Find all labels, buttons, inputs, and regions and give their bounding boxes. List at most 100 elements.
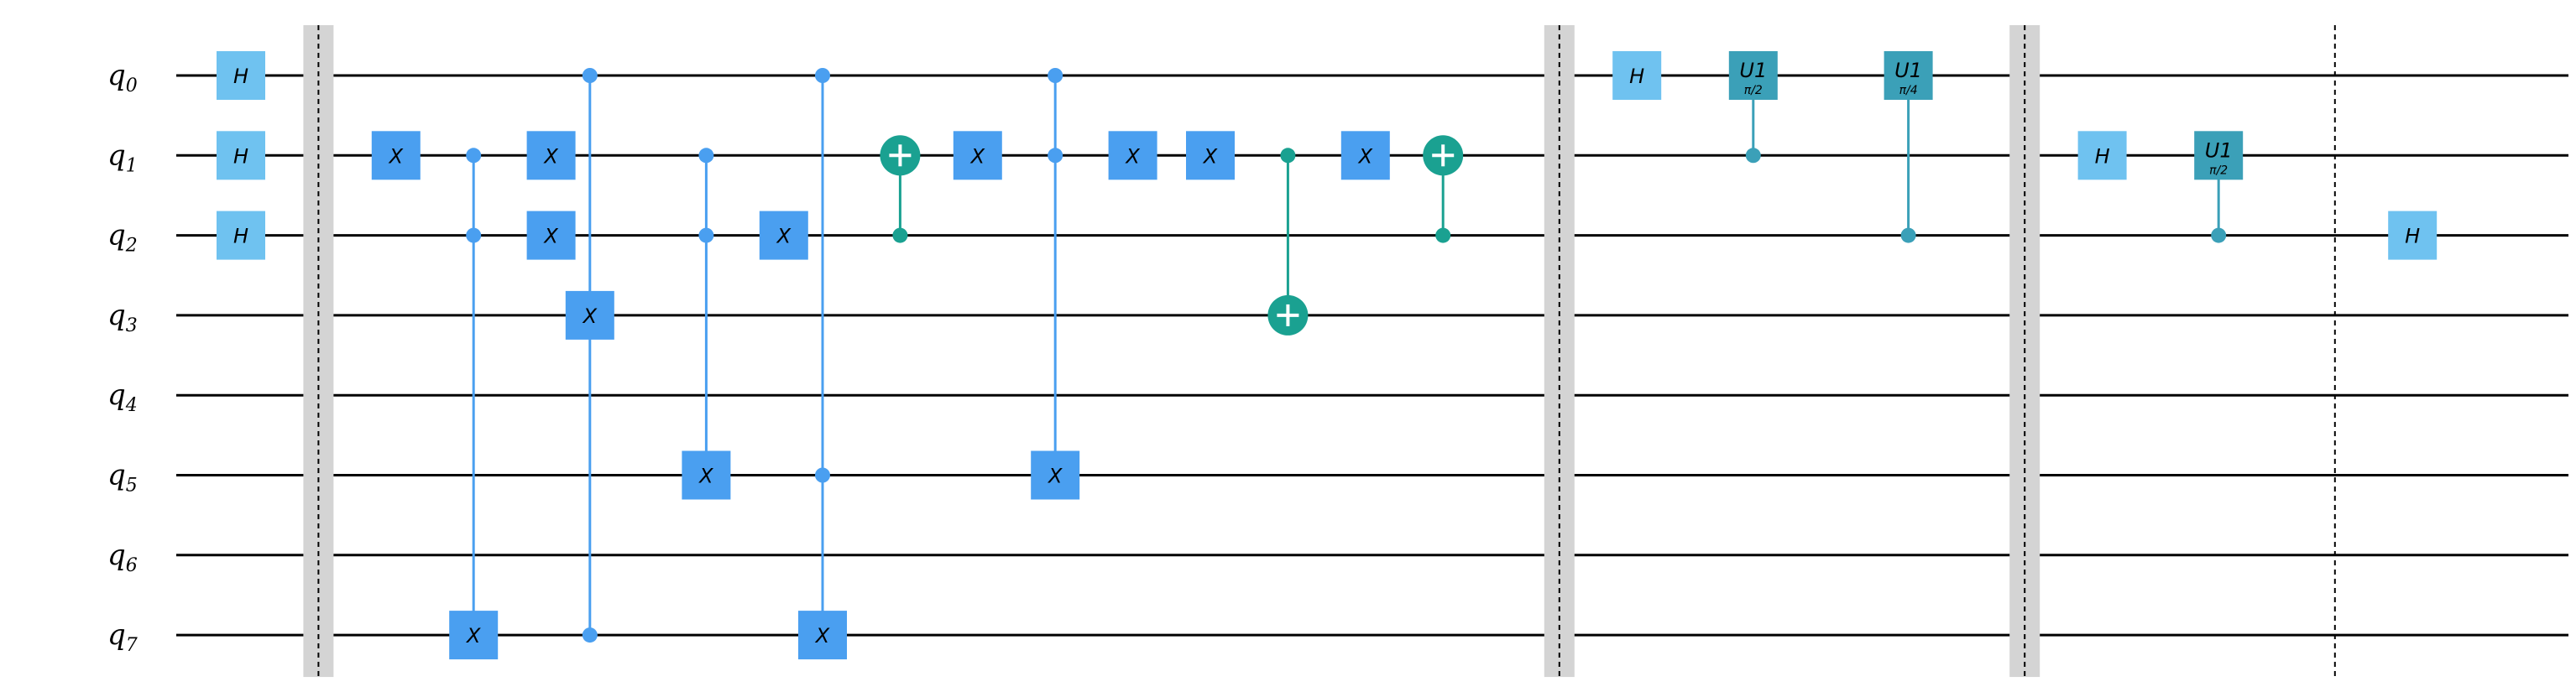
qubit-label-index: 3 [126, 315, 138, 336]
x-gate-label: X [969, 144, 985, 168]
x-gate-box [1186, 131, 1235, 180]
h-gate-label: H [1629, 65, 1644, 88]
qubit-label-index: 4 [125, 395, 138, 416]
x-gate-box [371, 131, 421, 180]
qubit-label: q2 [107, 219, 138, 257]
u1-gate-label: U1 [1894, 59, 1922, 82]
x-gate: X [759, 211, 808, 260]
qubit-label-index: 5 [126, 476, 138, 497]
cnot-gate [1423, 135, 1464, 243]
x-gate-box [1031, 450, 1080, 500]
qubit-label-base: q [107, 618, 126, 652]
controlled-u1-gate: U1π/4 [1884, 51, 1933, 243]
x-gate-box [1340, 131, 1390, 180]
x-gate: X [1108, 131, 1157, 180]
qubit-label-base: q [107, 539, 126, 572]
x-gate: X [1186, 131, 1235, 180]
qubit-label-base: q [107, 299, 126, 332]
barriers [303, 25, 2336, 678]
controlled-u1-gate: U1π/2 [1728, 51, 1778, 164]
h-gate: H [217, 131, 265, 180]
qubit-label-base: q [107, 219, 126, 252]
control-dot [698, 148, 714, 164]
control-dot [698, 227, 714, 243]
x-gate-box [759, 211, 808, 260]
h-gate-label: H [233, 65, 248, 88]
x-gate: X [953, 131, 1002, 180]
x-gate-label: X [582, 304, 598, 328]
u1-gate-box [2194, 131, 2244, 180]
x-gate: X [371, 131, 421, 180]
x-gate-box [953, 131, 1002, 180]
qubit-label-base: q [107, 378, 126, 412]
qubit-label-index: 7 [126, 635, 138, 656]
x-gate-label: X [542, 144, 558, 168]
qubit-label-base: q [107, 59, 126, 92]
h-gate-label: H [233, 144, 248, 168]
x-gate-label: X [698, 465, 713, 488]
h-gate-box [2077, 131, 2127, 180]
qubit-label-index: 1 [126, 155, 138, 176]
x-gate-box [526, 211, 576, 260]
qubit-label: q0 [107, 59, 138, 96]
cnot-gate [880, 135, 921, 243]
h-gate-label: H [233, 225, 248, 248]
h-gate: H [217, 211, 265, 260]
qubit-label: q5 [107, 459, 138, 497]
qubit-label: q3 [107, 299, 138, 336]
control-dot [1900, 227, 1916, 243]
x-gate-box [682, 450, 731, 500]
h-gate-box [217, 211, 265, 260]
x-gate-label: X [1202, 144, 1218, 168]
x-gate: X [1340, 131, 1390, 180]
h-gate: H [217, 51, 265, 100]
h-gate: H [1612, 51, 1662, 100]
u1-gate-box [1884, 51, 1933, 100]
x-gate: X [526, 211, 576, 260]
controlled-x-gate: X [565, 68, 614, 643]
x-gate-box [798, 611, 847, 660]
qubit-label-index: 0 [126, 75, 138, 96]
control-dot [1745, 148, 1761, 164]
control-dot [815, 467, 830, 483]
h-gate-box [1612, 51, 1662, 100]
x-gate-box [449, 611, 499, 660]
controlled-x-gate: X [1031, 68, 1080, 500]
h-gate-label: H [2095, 144, 2110, 168]
control-dot [582, 627, 598, 643]
h-gate-box [217, 51, 265, 100]
x-gate-label: X [1124, 144, 1140, 168]
u1-gate-param: π/2 [1744, 84, 1763, 97]
qubit-label-index: 6 [126, 555, 138, 576]
x-gate-label: X [465, 624, 481, 648]
u1-gate-label: U1 [1739, 59, 1767, 82]
cnot-gate [1267, 148, 1309, 336]
control-dot [815, 68, 830, 83]
control-dot [1048, 148, 1063, 164]
qubit-label-base: q [107, 138, 126, 172]
control-dot [2211, 227, 2227, 243]
controlled-x-gate: X [449, 148, 499, 660]
h-gate-box [2388, 211, 2438, 260]
control-dot [466, 227, 482, 243]
h-gate-box [217, 131, 265, 180]
x-gate: X [526, 131, 576, 180]
x-gate-label: X [776, 225, 792, 248]
x-gate-label: X [814, 624, 830, 648]
control-dot [892, 227, 908, 243]
qubit-label: q6 [107, 539, 138, 576]
x-gate-box [565, 290, 614, 340]
qubit-label: q7 [107, 618, 138, 656]
controlled-x-gate: X [682, 148, 731, 500]
x-gate-label: X [542, 225, 558, 248]
control-dot [582, 68, 598, 83]
h-gate: H [2388, 211, 2438, 260]
h-gate: H [2077, 131, 2127, 180]
x-gate-label: X [388, 144, 404, 168]
u1-gate-label: U1 [2205, 138, 2233, 162]
controlled-u1-gate: U1π/2 [2194, 131, 2244, 243]
qubit-label-index: 2 [125, 236, 138, 257]
